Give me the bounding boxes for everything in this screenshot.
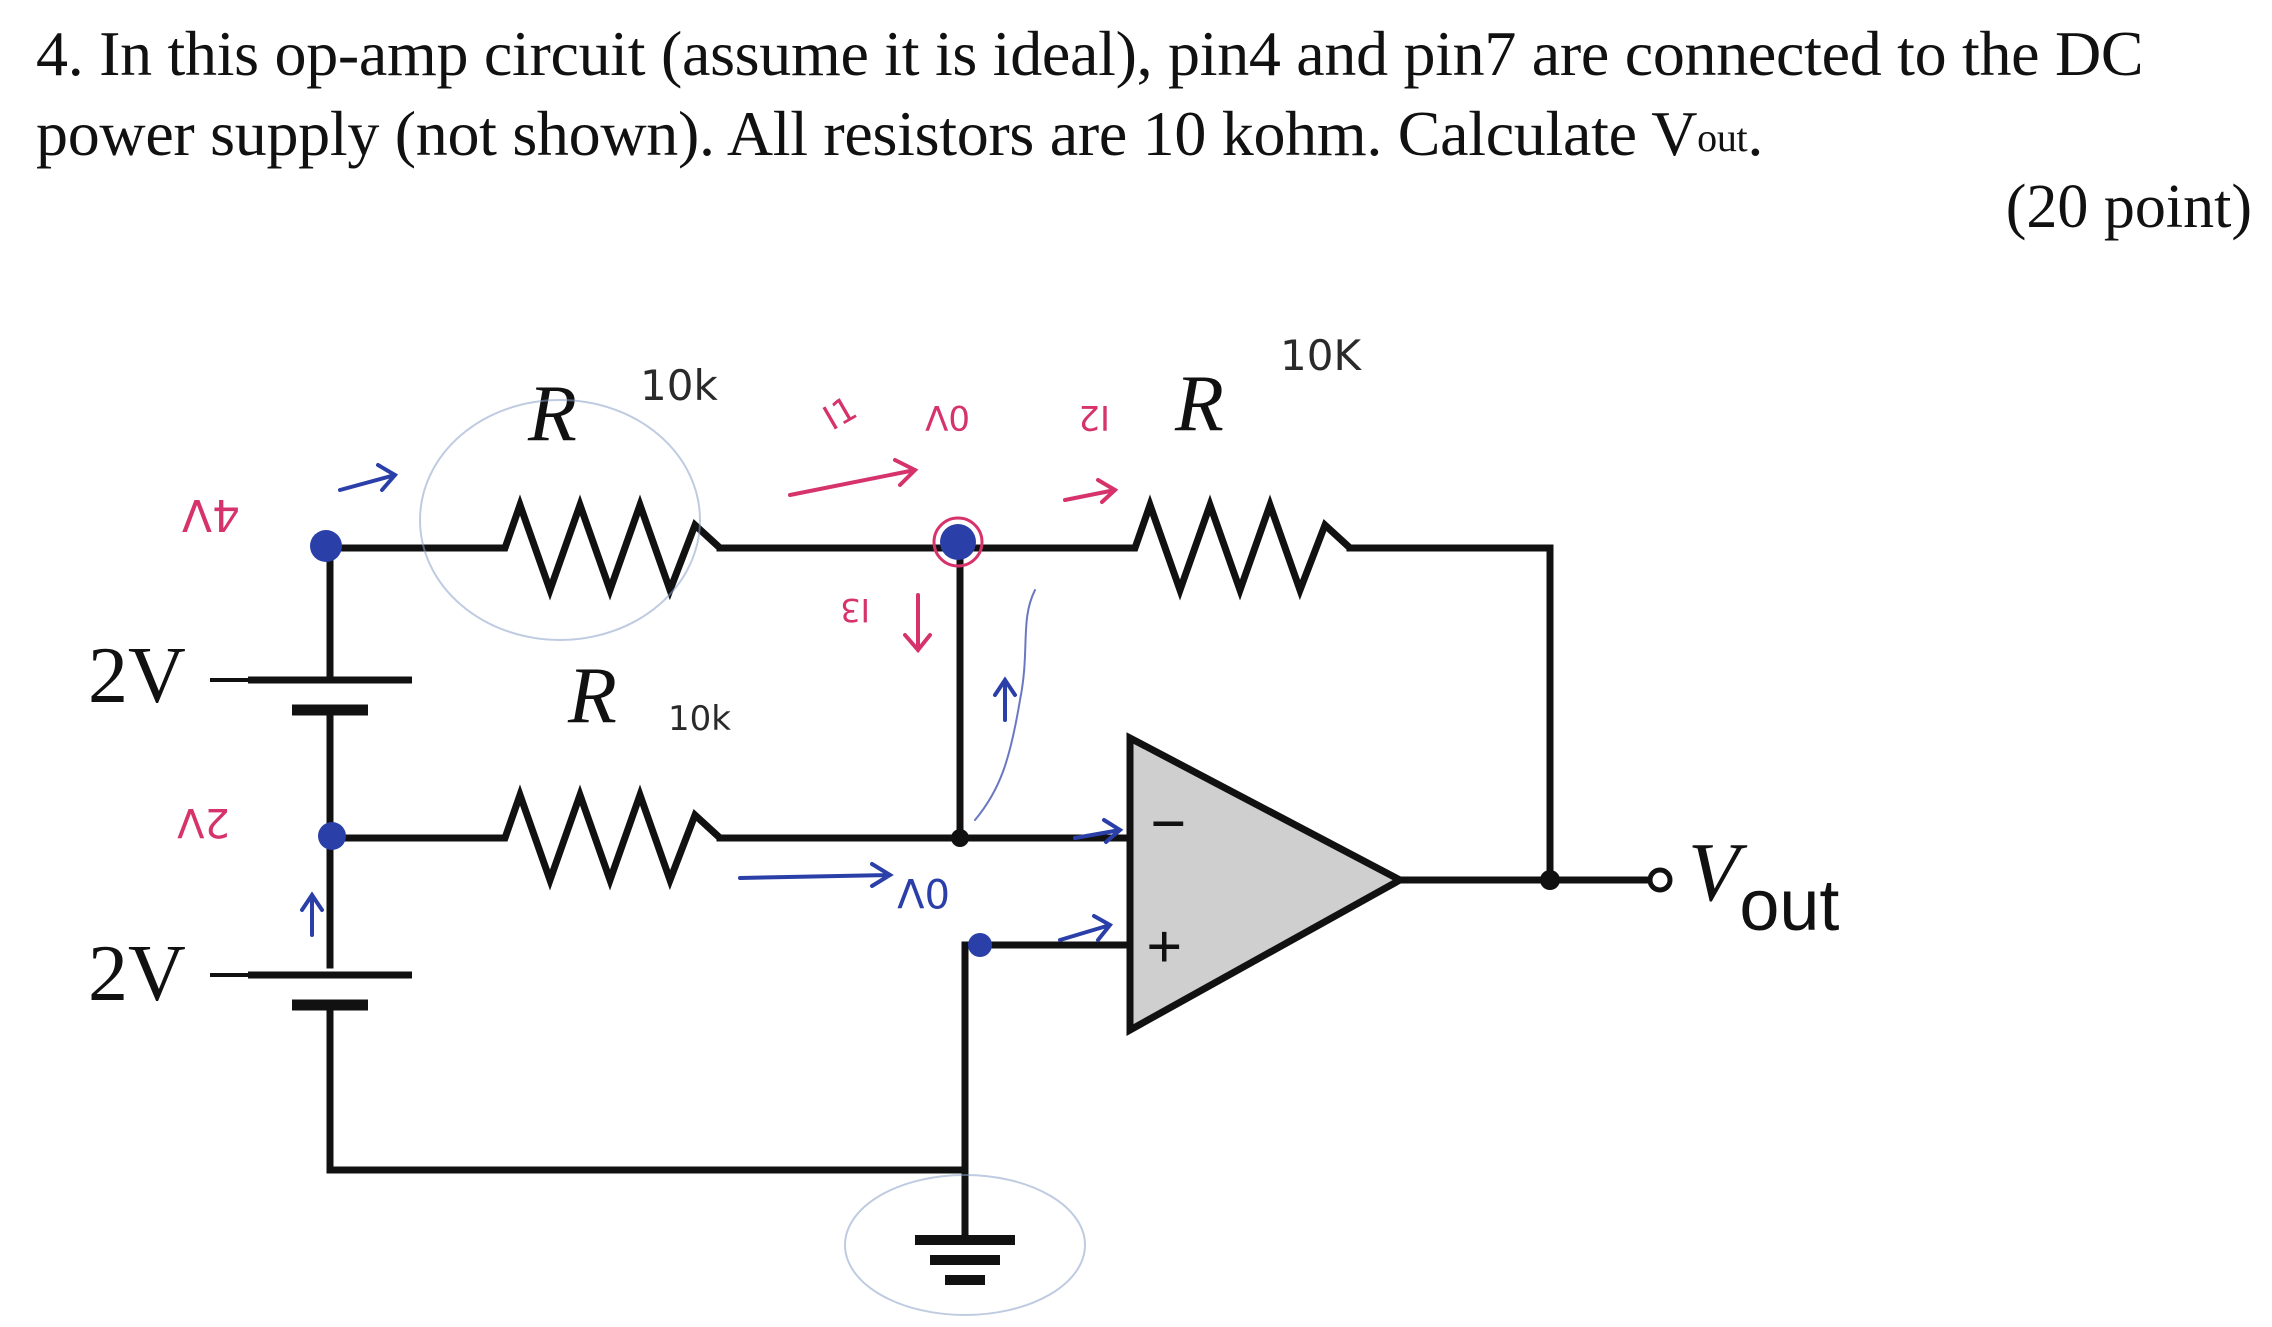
- circuit-wires: [326, 544, 1656, 1224]
- pencil-circle-ground: [844, 1174, 1086, 1316]
- blue-dot-noninverting: [968, 933, 992, 957]
- hw-current-path: [974, 589, 1036, 821]
- hw-arrow-i1: [788, 458, 919, 497]
- red-ring-top-middle: [932, 516, 984, 568]
- resistor-r2: [1112, 494, 1353, 601]
- question-line-1-text: In this op-amp circuit (assume it is ide…: [99, 18, 2144, 89]
- vout-label: Vout: [1688, 826, 1839, 946]
- junction-output: [1540, 870, 1560, 890]
- hw-r2-value: 10K: [1280, 331, 1362, 380]
- vout-subscript: out: [1697, 115, 1748, 160]
- vout-label-sub: out: [1739, 866, 1839, 946]
- hw-arrow-left-top: [338, 463, 399, 492]
- hw-arrow-i3: [903, 593, 932, 654]
- question-line-2-text: power supply (not shown). All resistors …: [36, 98, 1698, 169]
- opamp-triangle: [1126, 732, 1408, 1036]
- hw-r3-value: 10k: [668, 699, 731, 739]
- hw-arrow-inverting: [1073, 818, 1124, 844]
- vout-label-v: V: [1688, 826, 1748, 919]
- junction-inverting: [951, 829, 969, 847]
- resistor-r3: [482, 784, 723, 891]
- opamp-plus-sign: +: [1146, 911, 1182, 982]
- hw-4v: 4V: [182, 489, 240, 540]
- hw-r1-value: 10k: [640, 361, 718, 410]
- points-label: (20 point): [2005, 173, 2252, 241]
- opamp-minus-sign: −: [1150, 788, 1186, 859]
- hw-arrow-i2: [1063, 478, 1119, 504]
- question-line-2-end: .: [1747, 98, 1764, 169]
- question-line-1: 4. In this op-amp circuit (assume it is …: [36, 14, 2236, 94]
- hw-arrow-noninverting: [1058, 914, 1114, 942]
- question-line-2: power supply (not shown). All resistors …: [36, 94, 2236, 182]
- hw-arrow-up-vertical: [993, 676, 1017, 722]
- ground-symbol: [915, 1220, 1015, 1285]
- battery-bottom: [210, 971, 412, 1011]
- hw-0v-top: 0V: [925, 397, 970, 437]
- pencil-circle-r1: [419, 399, 701, 641]
- resistor-r1: [482, 494, 723, 601]
- battery-bottom-label: 2V: [88, 930, 186, 1018]
- battery-top: [210, 676, 412, 716]
- hw-i2: I2: [1078, 397, 1110, 437]
- output-terminal: [1647, 867, 1673, 893]
- resistor-r3-label: R: [567, 652, 617, 740]
- hw-0v-bottom: 0V: [897, 869, 950, 915]
- resistor-r2-label: R: [1174, 360, 1224, 448]
- hw-arrow-mid-right: [738, 862, 894, 888]
- question-text: 4. In this op-amp circuit (assume it is …: [36, 14, 2236, 182]
- battery-top-label: 2V: [88, 632, 186, 720]
- hw-2v: 2V: [177, 799, 230, 845]
- hw-i1: I1: [817, 388, 864, 438]
- blue-dot-top-middle: [940, 524, 976, 560]
- question-number: 4.: [36, 18, 84, 89]
- hw-i3: I3: [840, 591, 870, 629]
- handwritten-annotations: 4V 2V 10k 10K 10k I1 I2 I3 0V 0V: [177, 331, 1362, 1316]
- hw-arrow-up-rail: [300, 891, 324, 937]
- resistor-r1-label: R: [527, 370, 577, 458]
- blue-dot-mid-left: [318, 822, 346, 850]
- blue-dot-top-left: [310, 530, 342, 562]
